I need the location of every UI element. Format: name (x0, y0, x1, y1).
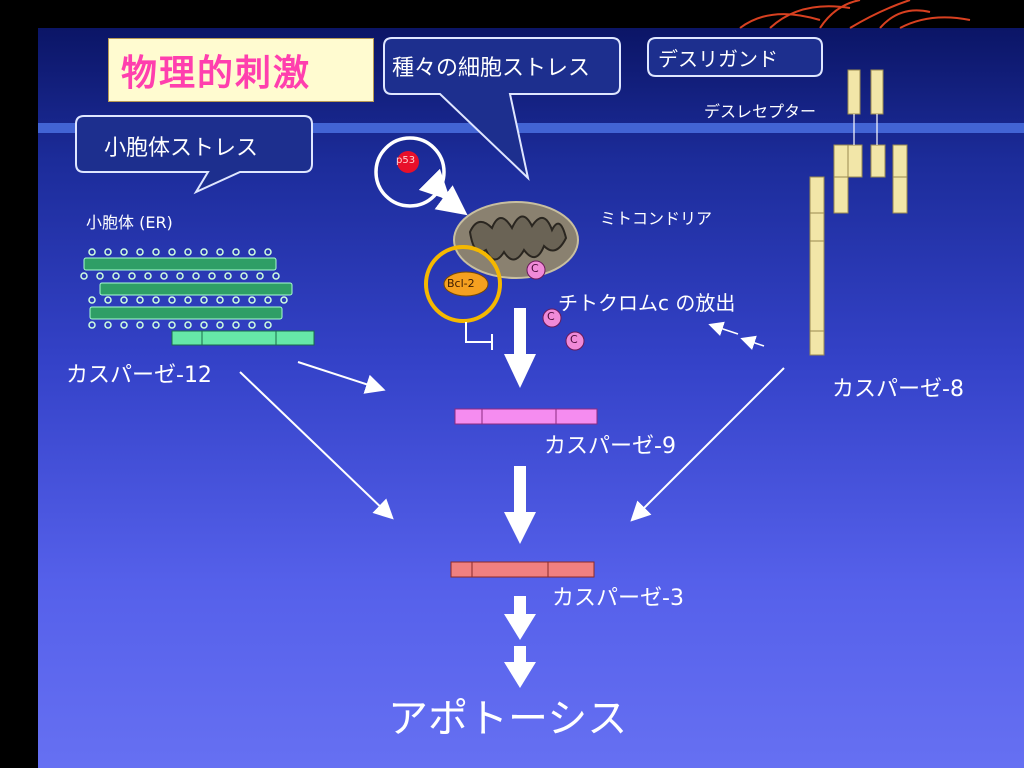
cytochrome-release-label: チトクロムc の放出 (558, 291, 736, 315)
bcl2-inhibition-line (465, 322, 492, 343)
header-band (38, 123, 1024, 133)
caspase8-label: カスパーゼ-8 (832, 377, 964, 402)
callout-er-stress (75, 115, 313, 195)
death-receptor-label: デスレセプター (704, 102, 817, 121)
caspase9-bar (454, 408, 598, 425)
mitochondria-label: ミトコンドリア (600, 209, 713, 228)
callout-er-stress-text: 小胞体ストレス (104, 136, 259, 161)
fireworks-decoration (739, 0, 971, 29)
bcl2-label: Bcl-2 (447, 277, 475, 290)
caspase9-label: カスパーゼ-9 (544, 434, 676, 459)
flow-arrows (239, 168, 785, 522)
p53-label: p53 (396, 155, 416, 166)
slide-title: 物理的刺激 (121, 53, 312, 94)
callout-cell-stress-text: 種々の細胞ストレス (392, 56, 591, 81)
cyt-c-label-2: C (547, 310, 555, 323)
apoptosis-label: アポトーシス (388, 696, 628, 742)
bcl2-highlight-ring (424, 245, 502, 323)
er-label: 小胞体 (ER) (86, 213, 173, 232)
mitochondrion (453, 201, 579, 279)
caspase12-bar (171, 330, 315, 346)
caspase3-bar (450, 561, 595, 578)
cyt-c-label-1: C (531, 262, 539, 275)
callout-death-ligand-text: デスリガンド (658, 47, 778, 71)
p53-node (397, 151, 419, 173)
cytochrome-c-dots (526, 260, 585, 351)
callout-cell-stress (383, 37, 621, 181)
death-receptor-complex (809, 69, 908, 214)
caspase3-label: カスパーゼ-3 (552, 586, 684, 611)
bcl2-node (443, 271, 489, 297)
callout-death-ligand (647, 37, 823, 77)
caspase8-bar (809, 212, 825, 356)
title-box: 物理的刺激 (108, 38, 374, 102)
main-flow-arrows (504, 308, 536, 688)
er-membranes (80, 248, 293, 329)
cyt-c-label-3: C (570, 333, 578, 346)
caspase12-label: カスパーゼ-12 (66, 363, 212, 388)
